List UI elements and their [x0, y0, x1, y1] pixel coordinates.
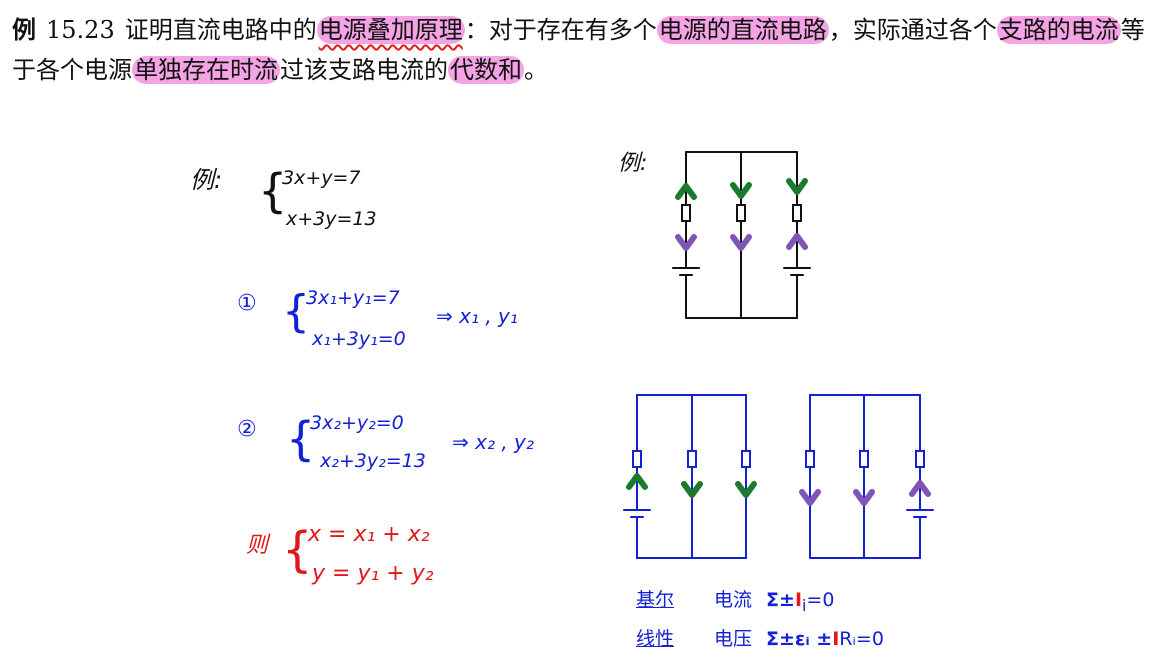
resistor — [915, 450, 925, 468]
resistor — [681, 204, 691, 222]
problem-segment: 等于各个电源 — [12, 16, 1145, 84]
step2-eq2: x₂+3y₂=13 — [320, 450, 426, 472]
conclusion-brace: { — [282, 522, 313, 578]
problem-segment: 代数和 — [448, 56, 524, 84]
voltage-sum: Σ±εᵢ ± — [766, 628, 833, 650]
arrow-down-icon — [786, 178, 808, 195]
arrow-up-icon — [626, 473, 648, 490]
arrow-down-icon — [730, 182, 752, 199]
step1-eq1: 3x₁+y₁=7 — [306, 287, 400, 309]
arrow-down-icon — [799, 489, 821, 506]
system-eq2: x+3y=13 — [286, 208, 377, 230]
arrow-up-icon — [786, 233, 808, 250]
conclusion-eq1: x = x₁ + x₂ — [308, 522, 430, 547]
step1-eq2: x₁+3y₁=0 — [312, 328, 406, 350]
resistor — [736, 204, 746, 222]
step1-marker: ① — [237, 291, 257, 316]
arrow-up-icon — [909, 480, 931, 497]
arrow-down-icon — [675, 234, 697, 251]
conclusion-marker: 则 — [246, 533, 269, 558]
step2-marker: ② — [237, 417, 257, 442]
resistor — [792, 204, 802, 222]
problem-segment: 单独存在时流 — [132, 56, 280, 84]
current-sum: Σ± — [766, 589, 795, 611]
resistor — [687, 450, 697, 468]
kirchhoff-current-line: 基尔 电流 Σ±Ii=0 — [636, 585, 834, 615]
arrow-down-icon — [853, 489, 875, 506]
step2-result: ⇒ x₂ , y₂ — [452, 430, 534, 454]
voltage-tail: Rᵢ=0 — [839, 628, 884, 650]
problem-segment: ：对于存在有多个 — [464, 16, 657, 44]
problem-segment: 电源的直流电路 — [656, 16, 829, 44]
problem-segment: ，实际通过各个 — [828, 16, 997, 44]
arrow-down-icon — [735, 481, 757, 498]
conclusion-eq2: y = y₁ + y₂ — [312, 561, 434, 586]
problem-segment: 过该支路电流的 — [280, 56, 448, 84]
current-word: 电流 — [714, 589, 753, 611]
voltage-var: I — [832, 628, 840, 650]
step2-eq1: 3x₂+y₂=0 — [310, 412, 404, 434]
voltage-word: 电压 — [714, 628, 753, 650]
problem-text: 证明直流电路中的电源叠加原理：对于存在有多个电源的直流电路，实际通过各个支路的电… — [12, 16, 1145, 84]
arrow-up-icon — [675, 183, 697, 200]
problem-segment: 。 — [524, 56, 548, 84]
problem-segment: 证明直流电路中的 — [124, 16, 317, 44]
resistor — [805, 450, 815, 468]
arrow-down-icon — [730, 234, 752, 251]
example-label: 例 — [12, 16, 36, 44]
kirchhoff-voltage-line: 线性 电压 Σ±εᵢ ±IRᵢ=0 — [636, 624, 884, 651]
current-tail: =0 — [806, 589, 835, 611]
problem-number: 15.23 — [46, 16, 115, 44]
system-brace: { — [258, 164, 288, 218]
system-eq1: 3x+y=7 — [282, 167, 361, 189]
arrow-down-icon — [681, 481, 703, 498]
resistor — [741, 450, 751, 468]
problem-segment: 电源叠加原理 — [316, 16, 465, 44]
current-sub: i — [802, 595, 807, 615]
kirchhoff-label: 基尔 — [636, 589, 675, 611]
resistor — [632, 450, 642, 468]
problem-segment: 支路的电流 — [996, 16, 1121, 44]
step1-result: ⇒ x₁ , y₁ — [436, 304, 518, 328]
step1-brace: { — [282, 286, 310, 337]
linear-label: 线性 — [636, 628, 675, 650]
notes-example-label: 例: — [190, 166, 223, 194]
resistor — [859, 450, 869, 468]
step2-brace: { — [286, 412, 316, 466]
circuit-example-label: 例: — [618, 151, 648, 176]
current-var: I — [794, 589, 803, 611]
